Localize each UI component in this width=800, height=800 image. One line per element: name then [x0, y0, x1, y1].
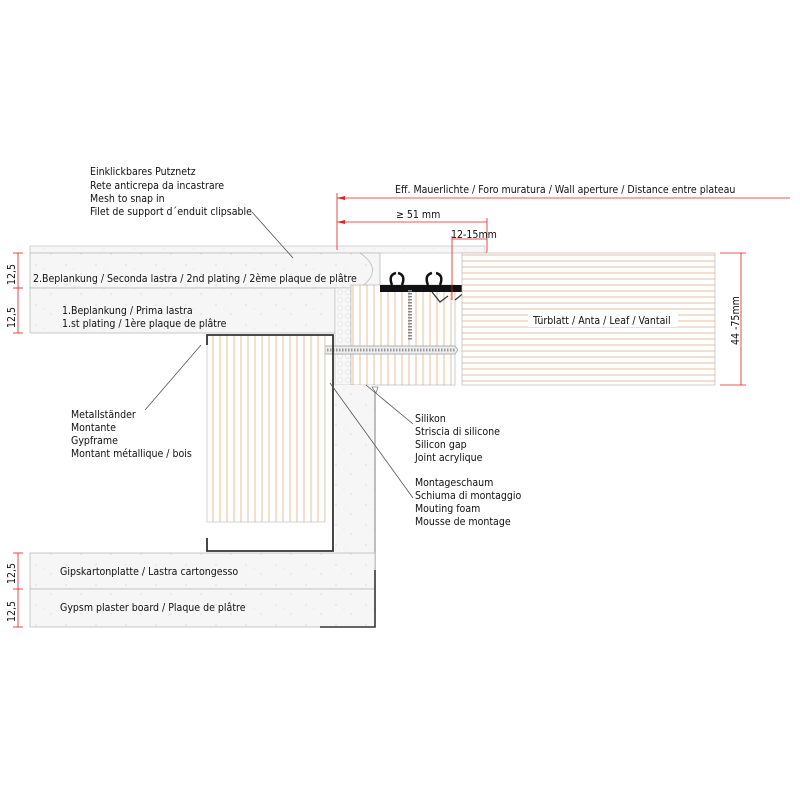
bottom-plate-1-label: Gipskartonplatte / Lastra cartongesso [60, 566, 238, 578]
svg-text:Mesh to snap in: Mesh to snap in [90, 193, 165, 205]
svg-text:Metallständer: Metallständer [71, 409, 136, 421]
foam-strip [334, 287, 352, 386]
svg-text:12-15mm: 12-15mm [451, 229, 497, 241]
wooden-frame [350, 284, 456, 386]
svg-text:12,5: 12,5 [6, 307, 18, 328]
metal-stud-profile [206, 334, 334, 552]
bottom-plate-2-label: Gypsm plaster board / Plaque de plâtre [60, 602, 246, 614]
door-leaf-label: Türblatt / Anta / Leaf / Vantail [532, 315, 671, 327]
silicone-label: Silikon Striscia di silicone Silicon gap… [414, 413, 500, 464]
min-depth-dimension: ≥ 51 mm [337, 209, 488, 252]
reveal-plaster [335, 385, 375, 553]
leaf-thickness-dimension: 44 -75mm [720, 252, 746, 386]
svg-text:1.Beplankung / Prima lastra: 1.Beplankung / Prima lastra [62, 305, 193, 317]
svg-text:Gypframe: Gypframe [71, 435, 118, 447]
stud-label: Metallständer Montante Gypframe Montant … [71, 409, 192, 460]
svg-text:Mouting foam: Mouting foam [415, 503, 480, 515]
svg-text:Rete anticrepa da incastrare: Rete anticrepa da incastrare [90, 180, 224, 192]
svg-text:12,5: 12,5 [6, 601, 18, 622]
first-plating [29, 287, 336, 334]
svg-text:Silicon gap: Silicon gap [415, 439, 467, 451]
svg-text:Eff. Mauerlichte / Foro muratu: Eff. Mauerlichte / Foro muratura / Wall … [395, 184, 735, 196]
second-plating-label: 2.Beplankung / Seconda lastra / 2nd plat… [33, 273, 357, 285]
stud-wood-core [206, 334, 326, 523]
svg-text:Striscia di silicone: Striscia di silicone [415, 426, 500, 438]
first-plating-label: 1.Beplankung / Prima lastra 1.st plating… [62, 305, 227, 330]
svg-text:Silikon: Silikon [415, 413, 446, 425]
svg-text:Schiuma di montaggio: Schiuma di montaggio [415, 490, 521, 502]
svg-text:Filet de support d´enduit clip: Filet de support d´enduit clipsable [90, 206, 252, 218]
plate-thickness-dimensions: 12,5 12,5 12,5 12,5 [6, 252, 23, 628]
svg-text:Einklickbares Putznetz: Einklickbares Putznetz [90, 166, 196, 178]
svg-text:Joint acrylique: Joint acrylique [414, 452, 483, 464]
svg-text:12,5: 12,5 [6, 264, 18, 285]
bottom-plate-2 [29, 588, 376, 628]
svg-text:Mousse de montage: Mousse de montage [415, 516, 511, 528]
plaster-skim-layer [29, 245, 486, 254]
gap-dimension: 12-15mm [451, 229, 497, 300]
aperture-dimension: Eff. Mauerlichte / Foro muratura / Wall … [336, 184, 790, 250]
svg-text:Montant métallique / bois: Montant métallique / bois [71, 448, 192, 460]
svg-text:1.st plating / 1ère plaque de: 1.st plating / 1ère plaque de plâtre [62, 318, 227, 330]
mesh-label: Einklickbares Putznetz Rete anticrepa da… [90, 166, 252, 218]
svg-text:12,5: 12,5 [6, 563, 18, 584]
foam-label: Montageschaum Schiuma di montaggio Mouti… [415, 477, 521, 528]
second-plating [29, 252, 381, 289]
svg-text:Montageschaum: Montageschaum [415, 477, 493, 489]
svg-text:Montante: Montante [71, 422, 116, 434]
svg-text:≥ 51 mm: ≥ 51 mm [396, 209, 440, 221]
svg-text:44 -75mm: 44 -75mm [730, 296, 742, 345]
